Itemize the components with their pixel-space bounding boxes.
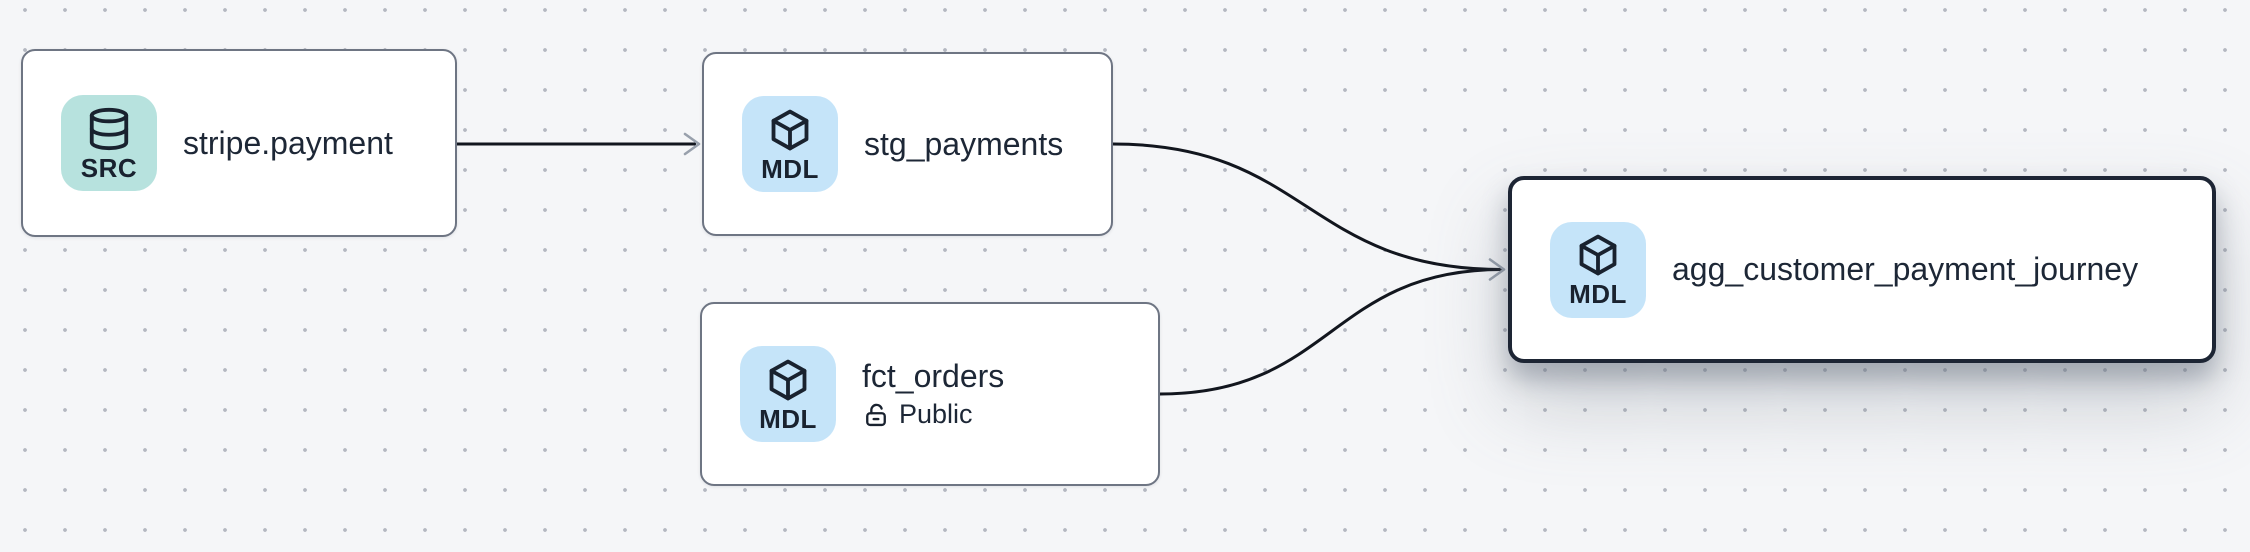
model-type-badge: MDL (740, 346, 836, 442)
access-row: Public (862, 399, 973, 430)
node-stg-payments[interactable]: MDL stg_payments (702, 52, 1113, 236)
model-type-badge: MDL (1550, 221, 1646, 318)
arrowhead-icon (1488, 258, 1506, 281)
source-type-badge: SRC (61, 95, 157, 191)
node-title: agg_customer_payment_journey (1672, 251, 2139, 288)
edge-stg-payments-to-agg-journey[interactable] (1112, 142, 1503, 271)
node-title: fct_orders (862, 357, 1005, 394)
database-icon (89, 107, 129, 150)
node-fct-orders[interactable]: MDL fct_orders Public (700, 302, 1160, 486)
node-stripe-payment[interactable]: SRC stripe.payment (21, 49, 457, 237)
node-title: stripe.payment (183, 124, 393, 161)
badge-label: MDL (759, 403, 817, 434)
arrowhead-icon (683, 132, 701, 156)
badge-label: SRC (80, 152, 138, 183)
edge-fct-orders-to-agg-journey[interactable] (1159, 268, 1503, 396)
badge-label: MDL (761, 153, 819, 184)
cube-icon (769, 359, 807, 400)
node-title: stg_payments (864, 125, 1064, 162)
badge-label: MDL (1569, 279, 1627, 309)
cube-icon (1579, 234, 1617, 276)
access-label: Public (899, 399, 973, 430)
cube-icon (771, 109, 809, 150)
model-type-badge: MDL (742, 96, 838, 192)
lock-open-icon (866, 403, 886, 426)
node-text-column: fct_orders Public (862, 358, 1004, 431)
node-agg-customer-payment-journey[interactable]: MDL agg_customer_payment_journey (1508, 176, 2216, 363)
